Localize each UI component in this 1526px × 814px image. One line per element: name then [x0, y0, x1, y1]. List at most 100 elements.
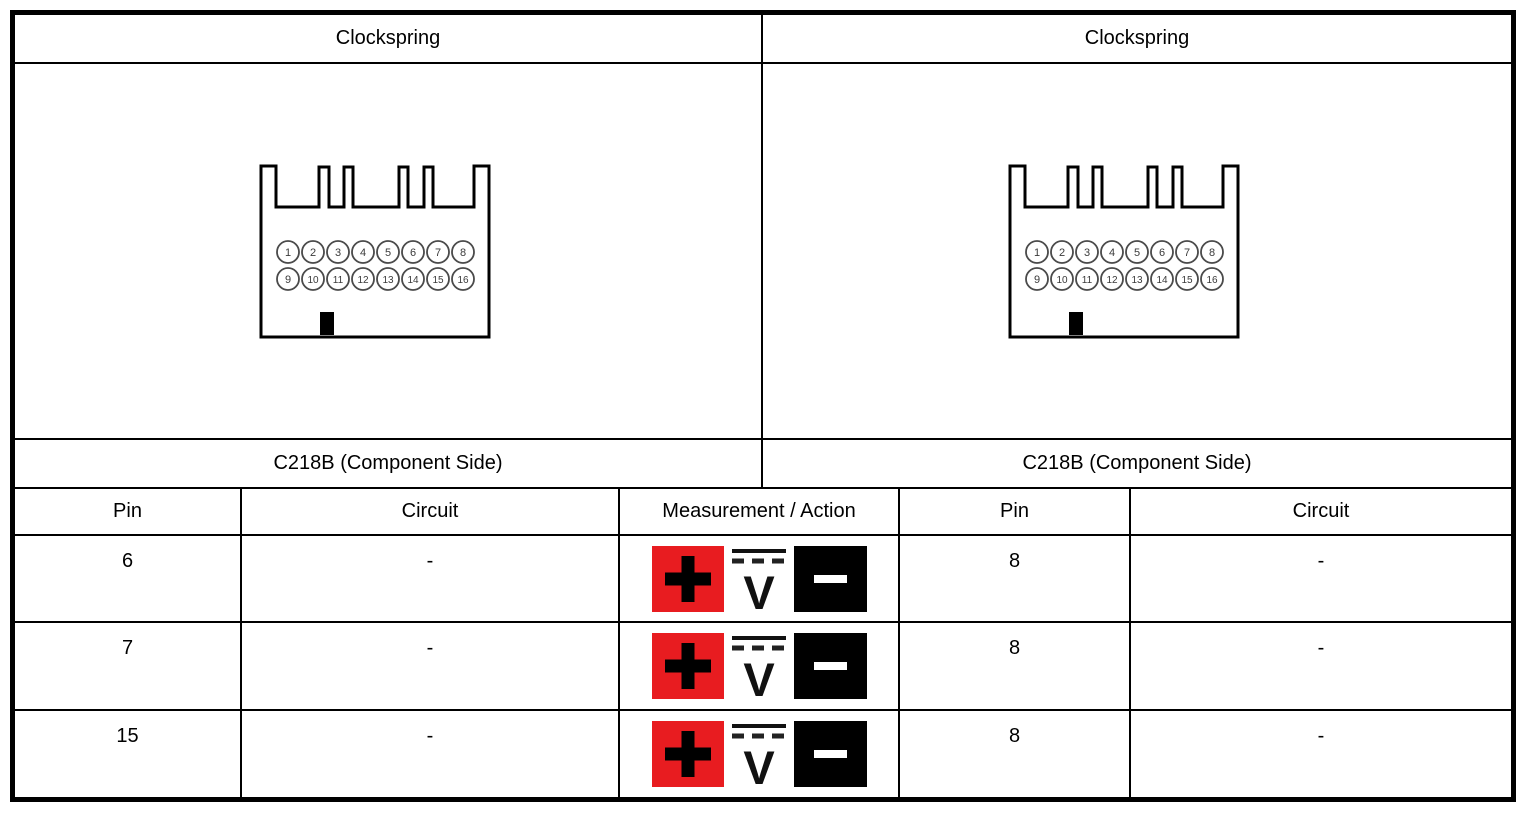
pin-circle — [1200, 266, 1224, 291]
connector-key-icon — [320, 311, 334, 335]
pin-circle — [451, 266, 475, 291]
pin-circle — [276, 239, 300, 264]
pin-number: 15 — [432, 274, 444, 285]
svg-text:V: V — [743, 653, 775, 699]
pin-circle — [426, 239, 450, 264]
pin-circle — [1175, 239, 1199, 264]
pin-circle — [301, 266, 325, 291]
pin-circle — [1125, 239, 1149, 264]
pin-circle — [1125, 266, 1149, 291]
panel-title: Clockspring — [15, 15, 761, 64]
connector-label: C218B (Component Side) — [763, 440, 1511, 489]
circuit-right-value: - — [1131, 536, 1511, 623]
pin-number: 3 — [1084, 246, 1090, 258]
pin-number: 14 — [407, 274, 419, 285]
pin-circle — [426, 266, 450, 291]
svg-text:V: V — [743, 741, 775, 787]
pin-left-value: 7 — [15, 623, 242, 711]
pin-circle — [376, 266, 400, 291]
pin-number: 11 — [333, 274, 344, 285]
negative-lead-icon — [793, 545, 867, 612]
circuit-right-value: - — [1317, 725, 1325, 747]
circuit-left-value: - — [242, 536, 620, 623]
header-pin-right: Pin — [900, 489, 1131, 536]
pin-circle — [276, 266, 300, 291]
connector-label: C218B (Component Side) — [15, 440, 761, 489]
pin-number: 6 — [1159, 246, 1165, 258]
pin-number: 6 — [410, 246, 416, 258]
dc-voltage-icon: V — [731, 724, 786, 787]
pin-number: 7 — [1184, 246, 1190, 258]
pin-number: 7 — [435, 246, 441, 258]
pin-number: 3 — [335, 246, 341, 258]
pin-right-value: 8 — [900, 536, 1131, 623]
pin-circle — [326, 266, 350, 291]
pin-number: 2 — [1059, 246, 1065, 258]
measurement-cell: V — [620, 711, 900, 797]
pin-number: 12 — [1106, 274, 1118, 285]
pin-circle — [326, 239, 350, 264]
pin-number: 5 — [385, 246, 391, 258]
pin-circle — [1050, 239, 1074, 264]
circuit-left-value: - — [242, 623, 620, 711]
connector-key-icon — [1069, 311, 1083, 335]
pin-number: 10 — [307, 274, 319, 285]
pin-number: 2 — [310, 246, 316, 258]
header-pin-left: Pin — [15, 489, 242, 536]
pin-circle — [1050, 266, 1074, 291]
pin-circle — [401, 239, 425, 264]
pin-circle — [1100, 239, 1124, 264]
pin-circle — [1200, 239, 1224, 264]
pin-number: 10 — [1056, 274, 1068, 285]
pin-right-value: 8 — [900, 623, 1131, 711]
pin-left-value: 6 — [15, 536, 242, 623]
circuit-left-value: - — [242, 711, 620, 797]
pin-number: 9 — [1034, 273, 1040, 285]
header-circuit-right: Circuit — [1131, 489, 1511, 536]
pin-circle — [351, 266, 375, 291]
pin-circle — [351, 239, 375, 264]
pin-number: 13 — [382, 274, 394, 285]
panel-title: Clockspring — [763, 15, 1511, 64]
negative-lead-icon — [793, 633, 867, 699]
pin-number: 8 — [1209, 246, 1215, 258]
connector-body-outline — [259, 164, 491, 338]
pin-number: 9 — [285, 273, 291, 285]
pin-left-value: 15 — [15, 711, 242, 797]
circuit-right-value: - — [1131, 623, 1511, 711]
negative-lead-icon — [793, 721, 867, 787]
header-measurement: Measurement / Action — [620, 489, 900, 536]
dc-voltage-icon: V — [731, 636, 786, 699]
pin-number: 1 — [1034, 246, 1040, 258]
pin-circle — [301, 239, 325, 264]
pin-circle — [451, 239, 475, 264]
pin-circle — [1025, 239, 1049, 264]
pin-circle — [1025, 266, 1049, 291]
pin-number: 4 — [360, 246, 366, 258]
pin-circle — [1150, 266, 1174, 291]
pin-number: 8 — [460, 246, 466, 258]
pin-number: 13 — [1131, 274, 1143, 285]
measurement-cell: V — [620, 623, 900, 711]
pin-number: 4 — [1109, 246, 1115, 258]
pin-circle — [1175, 266, 1199, 291]
pin-number: 16 — [1206, 274, 1218, 285]
positive-lead-icon — [651, 545, 724, 612]
positive-lead-icon — [651, 633, 724, 699]
pin-number: 11 — [1082, 274, 1093, 285]
pin-number: 1 — [285, 246, 291, 258]
pin-number: 12 — [357, 274, 369, 285]
pin-measurement-table: Pin Circuit Measurement / Action Pin Cir… — [15, 489, 1511, 797]
dc-voltage-icon: V — [731, 548, 786, 612]
pin-circle — [376, 239, 400, 264]
pin-circle — [1150, 239, 1174, 264]
